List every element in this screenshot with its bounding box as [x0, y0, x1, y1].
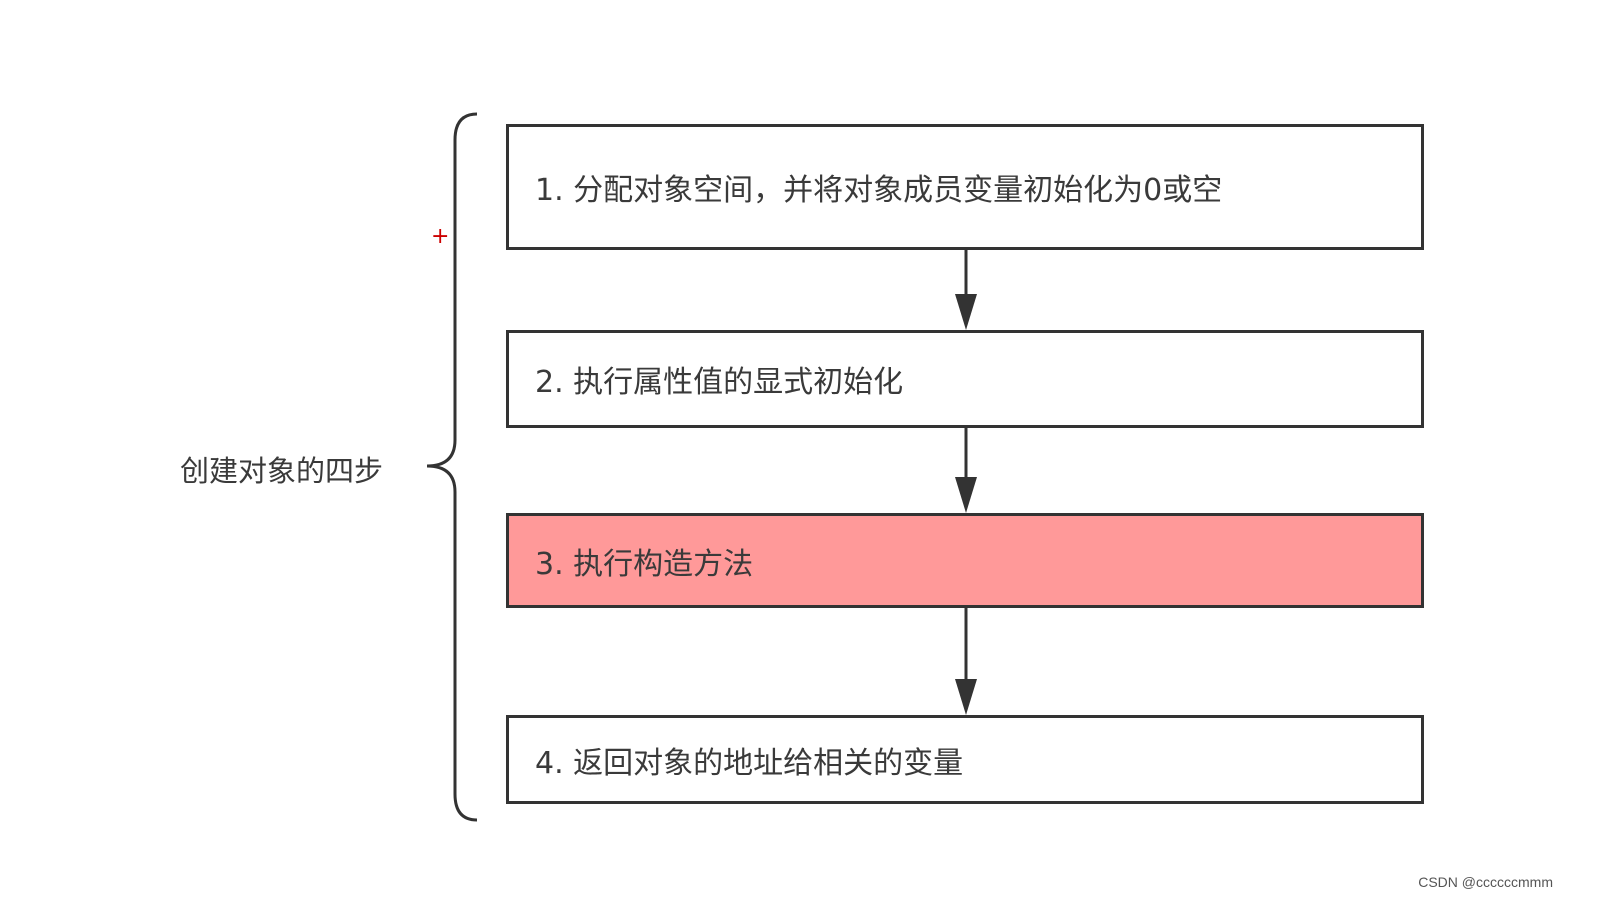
arrow-step3-to-step4: [955, 608, 977, 715]
arrow-step1-to-step2: [955, 250, 977, 330]
step-box-1: 1. 分配对象空间，并将对象成员变量初始化为0或空: [506, 124, 1424, 250]
step-box-2: 2. 执行属性值的显式初始化: [506, 330, 1424, 428]
step-box-3: 3. 执行构造方法: [506, 513, 1424, 608]
group-label: 创建对象的四步: [180, 454, 384, 488]
arrow-step2-to-step3: [955, 428, 977, 513]
curly-brace: [426, 112, 478, 822]
step-box-4: 4. 返回对象的地址给相关的变量: [506, 715, 1424, 804]
step-2-label: 2. 执行属性值的显式初始化: [535, 365, 904, 400]
watermark: CSDN @ccccccmmm: [1418, 874, 1553, 890]
step-1-label: 1. 分配对象空间，并将对象成员变量初始化为0或空: [535, 173, 1223, 208]
expand-plus-icon[interactable]: +: [431, 224, 450, 249]
step-4-label: 4. 返回对象的地址给相关的变量: [535, 745, 964, 781]
step-3-label: 3. 执行构造方法: [535, 546, 754, 582]
